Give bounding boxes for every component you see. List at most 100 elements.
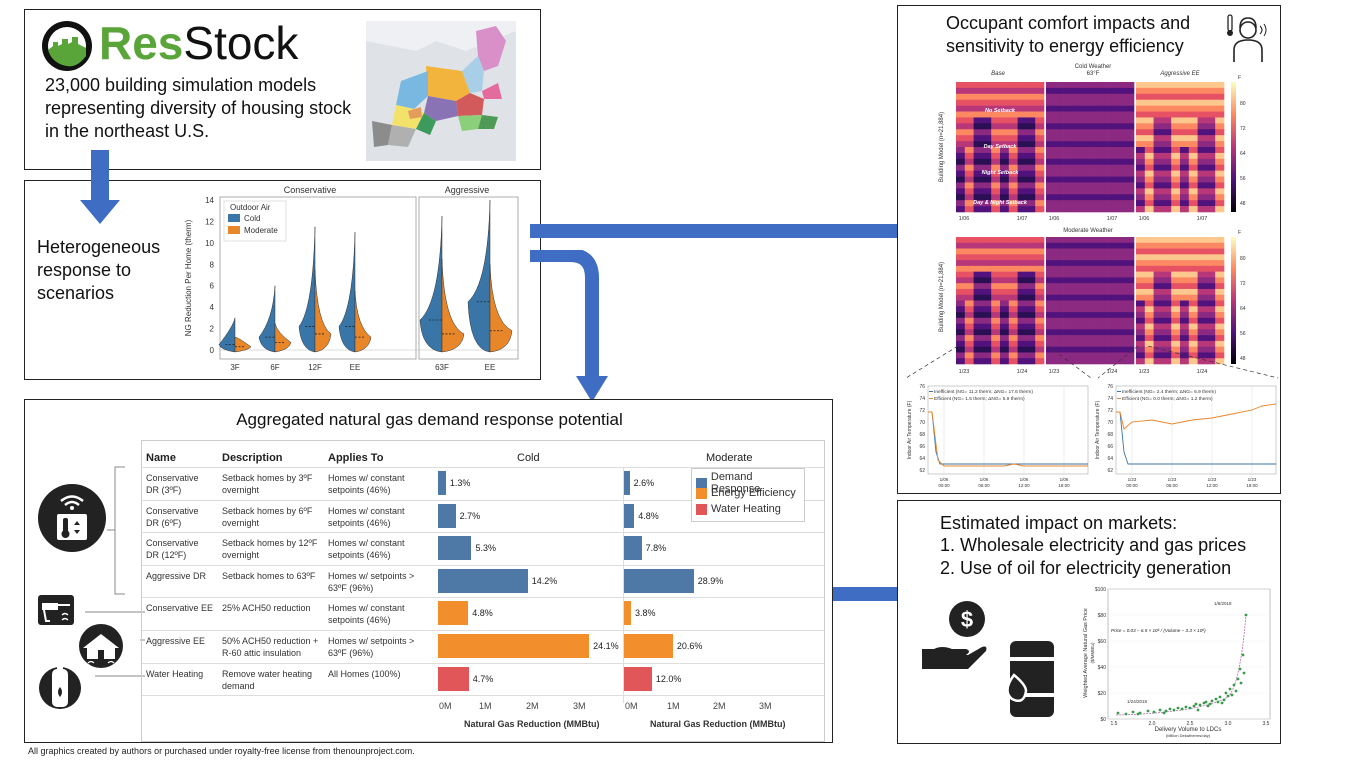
moderate-pct: 2.6% bbox=[633, 478, 655, 488]
cold-bar bbox=[438, 634, 590, 658]
footnote: All graphics created by authors or purch… bbox=[28, 746, 415, 756]
moderate-weather-title: Moderate Weather bbox=[1063, 228, 1113, 234]
violin-ytick: 0 bbox=[210, 346, 215, 355]
col-base-label: Base bbox=[991, 71, 1005, 77]
scatter-point bbox=[1242, 671, 1246, 675]
cbar-tick: 80 bbox=[1240, 101, 1246, 107]
mod-tick-1: 1M bbox=[667, 701, 680, 711]
cold-pct: 5.3% bbox=[475, 543, 496, 554]
zoom-connectors bbox=[905, 346, 1279, 379]
scatter-ytick: $20 bbox=[1098, 691, 1107, 697]
row-applies: Homes w/ constant setpoints (46%) bbox=[328, 603, 405, 626]
mod-date-tick: 1/24 bbox=[1017, 369, 1028, 375]
line-chart-left: Indoor Air Temperature (F)76747270686664… bbox=[907, 384, 1089, 488]
scatter-point bbox=[1164, 709, 1168, 713]
cbar-tick: 72 bbox=[1240, 281, 1246, 287]
line-ytick: 64 bbox=[919, 456, 925, 462]
scatter-ylabel-unit: ($/MMBtu) bbox=[1090, 642, 1095, 664]
row-description: 50% ACH50 reduction + R-60 attic insulat… bbox=[222, 636, 319, 658]
line-ylabel: Indoor Air Temperature (F) bbox=[907, 400, 913, 459]
scatter-point bbox=[1216, 700, 1220, 704]
moderate-pct: 7.8% bbox=[645, 543, 667, 554]
violin-panel: Heterogeneous response to scenarios Cons… bbox=[24, 180, 541, 380]
scatter-point bbox=[1226, 694, 1230, 698]
legend-ee: Energy Efficiency bbox=[711, 487, 796, 499]
line-xtick: 00:00 bbox=[938, 483, 950, 488]
cbar-unit: F bbox=[1238, 230, 1241, 236]
violin-xtick: 6F bbox=[270, 363, 279, 372]
logo-stock: Stock bbox=[183, 17, 299, 69]
smart-thermostat-icon bbox=[38, 484, 106, 552]
mod-date-tick: 1/23 bbox=[1139, 369, 1150, 375]
violin-moderate-EE bbox=[489, 264, 513, 353]
violin-cold-6F bbox=[258, 285, 276, 353]
mod-date-tick: 1/24 bbox=[1197, 369, 1208, 375]
line-ytick: 70 bbox=[919, 420, 925, 426]
cbar-unit: F bbox=[1238, 75, 1241, 81]
violin-moderate-3F bbox=[234, 336, 252, 353]
cold-bar bbox=[438, 503, 456, 528]
water-heater-icon bbox=[39, 665, 81, 709]
cold-tick-0: 0M bbox=[439, 701, 452, 711]
cold-pct: 4.8% bbox=[472, 608, 493, 619]
arrow-right-markets bbox=[824, 577, 922, 611]
scatter-point bbox=[1168, 707, 1172, 711]
mod-tick-2: 2M bbox=[713, 701, 726, 711]
violin-panel-conservative: Conservative bbox=[284, 185, 337, 195]
scatter-ytick: $0 bbox=[1100, 717, 1106, 723]
violin-xtick: 63F bbox=[435, 363, 449, 372]
setback-label: Night Setback bbox=[982, 170, 1020, 176]
line-xtick: 1/23 bbox=[1208, 477, 1217, 482]
heatmap-mod-aggr bbox=[1136, 237, 1225, 365]
scatter-point bbox=[1208, 702, 1212, 706]
scatter-point bbox=[1228, 687, 1232, 691]
row-description: Setback homes by 12ºF overnight bbox=[222, 538, 318, 561]
violin-ylabel: NG Reduction Per Home (therm) bbox=[184, 219, 193, 336]
violin-cold-EE bbox=[467, 199, 491, 353]
violin-ytick: 12 bbox=[205, 217, 214, 226]
setback-label: Day & Night Setback bbox=[973, 200, 1028, 206]
scatter-xtick: 3.0 bbox=[1225, 721, 1232, 727]
violin-xtick: EE bbox=[350, 363, 361, 372]
violin-xtick: 12F bbox=[308, 363, 322, 372]
moderate-pct: 3.8% bbox=[634, 608, 656, 619]
line-ytick: 62 bbox=[919, 468, 925, 474]
heatmap-mod-63f bbox=[1046, 237, 1135, 365]
scatter-xlabel-unit: (Million Dekatherms/day) bbox=[1166, 733, 1211, 738]
line-xtick: 18:00 bbox=[1246, 483, 1258, 488]
arrow-down-1 bbox=[80, 150, 120, 224]
violin-legend-title: Outdoor Air bbox=[230, 203, 271, 212]
scatter-point bbox=[1224, 691, 1228, 695]
row-name: Conservative EE bbox=[146, 603, 214, 614]
scatter-point bbox=[1172, 708, 1176, 712]
moderate-pct: 20.6% bbox=[676, 641, 703, 651]
mod-tick-3: 3M bbox=[759, 701, 772, 711]
line-ytick: 76 bbox=[1107, 384, 1113, 390]
violin-ytick: 14 bbox=[205, 196, 214, 205]
row-name: Water Heating bbox=[146, 668, 204, 679]
cold-tick-2: 2M bbox=[526, 701, 539, 711]
row-name: Conservative DR (3ºF) bbox=[146, 473, 199, 495]
money-hand-icon: $ bbox=[922, 601, 987, 669]
cold-pct: 2.7% bbox=[459, 510, 481, 521]
legend-inefficient: Inefficient (NG= 2.4 therm; ΔNG= 6.9 the… bbox=[1122, 389, 1216, 395]
line-xtick: 00:00 bbox=[1126, 483, 1138, 488]
cold-date-tick: 1/07 bbox=[1017, 216, 1028, 222]
mod-tick-0: 0M bbox=[625, 701, 638, 711]
scatter-xlabel: Delivery Volume to LDCs bbox=[1155, 727, 1222, 733]
scatter-point bbox=[1239, 681, 1243, 685]
markets-line-1: Estimated impact on markets: bbox=[940, 513, 1178, 533]
line-ytick: 66 bbox=[919, 444, 925, 450]
cbar-tick: 64 bbox=[1240, 306, 1246, 312]
cbar-tick: 80 bbox=[1240, 256, 1246, 262]
heatmap-cold-aggr bbox=[1136, 82, 1225, 213]
line-ytick: 64 bbox=[1107, 456, 1113, 462]
cbar-tick: 48 bbox=[1240, 201, 1246, 207]
scatter-point bbox=[1204, 700, 1208, 704]
heatmap-mod-base bbox=[956, 237, 1045, 365]
col-aggr-label: Aggressive EE bbox=[1159, 71, 1200, 77]
cold-pct: 24.1% bbox=[593, 641, 619, 651]
scatter-point bbox=[1220, 701, 1224, 705]
scatter-point bbox=[1152, 710, 1156, 714]
cold-date-tick: 1/07 bbox=[1107, 216, 1118, 222]
